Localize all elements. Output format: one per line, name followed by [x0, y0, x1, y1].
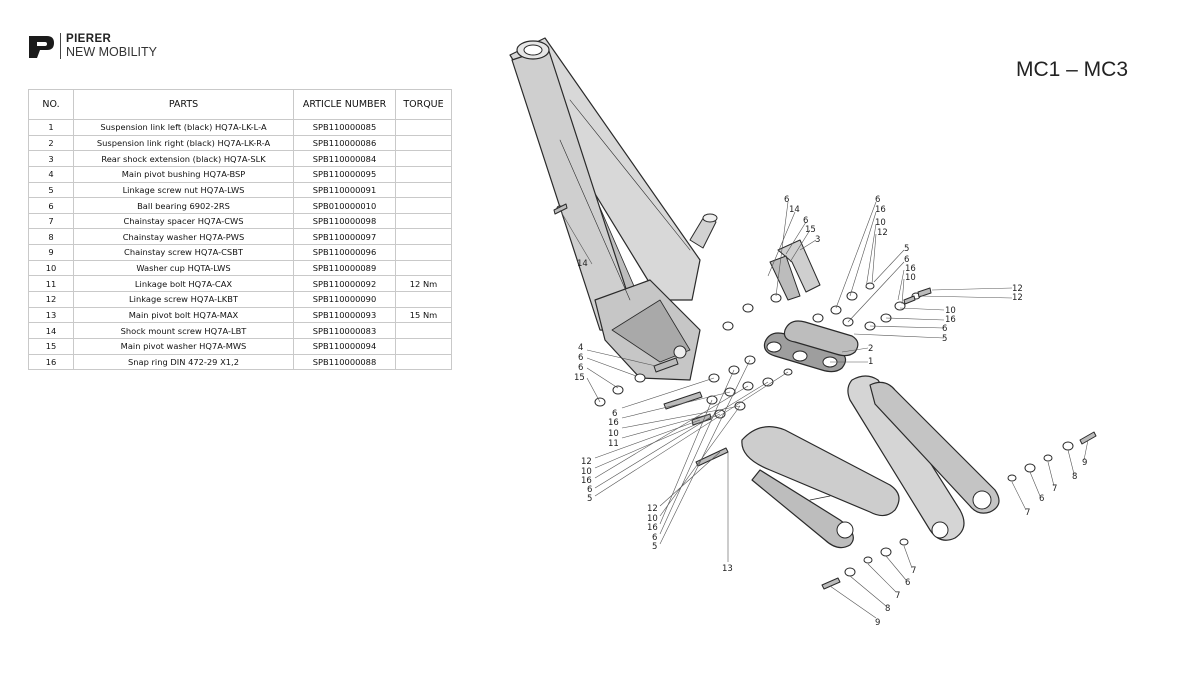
callout-10-c: 10: [945, 306, 956, 316]
callout-6-l: 6: [905, 578, 910, 588]
brand-block: PIERER NEW MOBILITY: [28, 32, 157, 60]
callout-14-a: 14: [577, 259, 588, 269]
callout-9-b: 9: [875, 618, 880, 628]
model-title: MC1 – MC3: [1016, 58, 1129, 81]
callout-6-a: 6: [578, 353, 583, 363]
callout-12-d: 12: [581, 457, 592, 467]
callout-labels: 14 4 6 6 15 6 14 6 15 3 6 16 10 12 5 6 1…: [574, 195, 1087, 628]
callout-4: 4: [578, 343, 583, 353]
brand-divider: [60, 33, 61, 59]
brand-subtitle: NEW MOBILITY: [66, 45, 157, 59]
callout-8-b: 8: [885, 604, 890, 614]
callout-2: 2: [868, 344, 873, 354]
brand-name: PIERER: [66, 33, 112, 45]
header-parts: PARTS: [73, 89, 294, 120]
callout-10-a: 10: [875, 218, 886, 228]
header-torque: TORQUE: [395, 89, 452, 120]
header-no: NO.: [28, 89, 74, 120]
callout-7-b: 7: [1025, 508, 1030, 518]
callout-12-c: 12: [1012, 293, 1023, 303]
callout-16-b: 16: [905, 264, 916, 274]
callout-12-b: 12: [1012, 284, 1023, 294]
callout-6-k: 6: [1039, 494, 1044, 504]
callout-6-d: 6: [803, 216, 808, 226]
callout-16-c: 16: [945, 315, 956, 325]
cell-torque: 12 Nm: [395, 275, 452, 293]
callout-16-d: 16: [608, 418, 619, 428]
callout-6-c: 6: [784, 195, 789, 205]
callout-8-a: 8: [1072, 472, 1077, 482]
callout-16-e: 16: [581, 476, 592, 486]
callout-15-b: 15: [805, 225, 816, 235]
callout-6-b: 6: [578, 363, 583, 373]
callout-16-f: 16: [647, 523, 658, 533]
callout-11: 11: [608, 439, 619, 449]
callout-5-d: 5: [652, 542, 657, 552]
frame-drawing: [509, 37, 1097, 590]
pierer-logo-icon: [29, 36, 54, 58]
callout-13: 13: [722, 564, 733, 574]
callout-7-a: 7: [1052, 484, 1057, 494]
callout-6-h: 6: [612, 409, 617, 419]
callout-12-e: 12: [647, 504, 658, 514]
callout-10-e: 10: [581, 467, 592, 477]
callout-6-g: 6: [942, 324, 947, 334]
callout-15: 15: [574, 373, 585, 383]
callout-14-b: 14: [789, 205, 800, 215]
callout-10-f: 10: [647, 514, 658, 524]
callout-6-f: 6: [904, 255, 909, 265]
callout-7-c: 7: [911, 566, 916, 576]
callout-5-a: 5: [904, 244, 909, 254]
table-header-row: NO. PARTS ARTICLE NUMBER TORQUE: [28, 89, 452, 120]
callout-10-b: 10: [905, 273, 916, 283]
callout-7-d: 7: [895, 591, 900, 601]
callout-5-c: 5: [587, 494, 592, 504]
callout-6-e: 6: [875, 195, 880, 205]
callout-9-a: 9: [1082, 458, 1087, 468]
callout-6-i: 6: [587, 485, 592, 495]
callout-3: 3: [815, 235, 820, 245]
callout-10-d: 10: [608, 429, 619, 439]
callout-12-a: 12: [877, 228, 888, 238]
callout-6-j: 6: [652, 533, 657, 543]
callout-16-a: 16: [875, 205, 886, 215]
callout-5-b: 5: [942, 334, 947, 344]
leader-lines: [559, 201, 1089, 619]
callout-1: 1: [868, 357, 873, 367]
cell-torque: [395, 353, 452, 371]
